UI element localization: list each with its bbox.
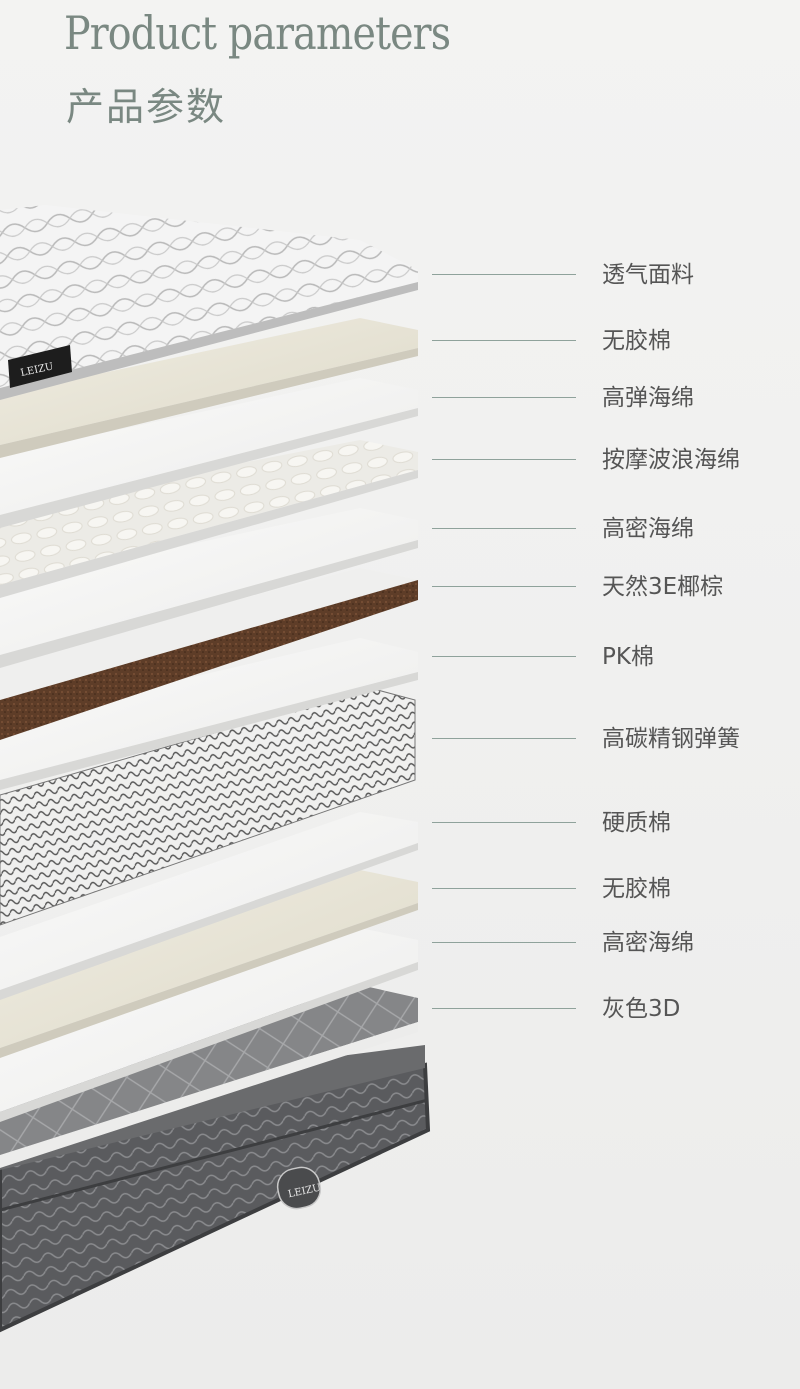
layer-breathable-fabric: LEIZU <box>0 205 418 400</box>
layer-label: 按摩波浪海绵 <box>602 447 740 473</box>
leader-line <box>432 656 576 657</box>
leader-line <box>432 738 576 739</box>
layer-label: 透气面料 <box>602 262 694 288</box>
layer-high-density-foam-2 <box>0 928 418 1122</box>
layer-label-row: 高碳精钢弹簧 <box>0 724 800 754</box>
leader-line <box>432 274 576 275</box>
layer-label-row: 硬质棉 <box>0 808 800 838</box>
layer-label: 高密海绵 <box>602 516 694 542</box>
layer-label-row: PK棉 <box>0 642 800 672</box>
leader-line <box>432 528 576 529</box>
layer-wave-massage-foam <box>0 440 418 598</box>
leader-line <box>432 888 576 889</box>
layer-label-row: 无胶棉 <box>0 326 800 356</box>
page-title-en: Product parameters <box>64 6 451 60</box>
layer-label-row: 按摩波浪海绵 <box>0 445 800 475</box>
layer-label: PK棉 <box>602 644 654 670</box>
leader-line <box>432 586 576 587</box>
layer-high-density-foam <box>0 508 418 668</box>
layer-pk-cotton <box>0 638 418 790</box>
layer-label-row: 无胶棉 <box>0 874 800 904</box>
layer-latex-free-cotton-2 <box>0 870 418 1058</box>
layer-grey-3d <box>0 985 418 1168</box>
page-title-cn: 产品参数 <box>66 85 227 129</box>
layer-label: 高碳精钢弹簧 <box>602 726 740 752</box>
leader-line <box>432 942 576 943</box>
layer-label: 灰色3D <box>602 996 681 1022</box>
leader-line <box>432 459 576 460</box>
layer-label: 无胶棉 <box>602 876 671 902</box>
layer-coconut-coir <box>0 568 418 740</box>
layer-label: 天然3E椰棕 <box>602 574 724 600</box>
layer-label-row: 透气面料 <box>0 260 800 290</box>
layer-high-resilience-foam <box>0 378 418 528</box>
layer-hard-cotton <box>0 812 418 1000</box>
layer-label-row: 灰色3D <box>0 994 800 1024</box>
layer-label-row: 高密海绵 <box>0 928 800 958</box>
layer-label: 硬质棉 <box>602 810 671 836</box>
mattress-base: LEIZU <box>0 1045 431 1333</box>
leader-line <box>432 822 576 823</box>
layer-label-row: 高密海绵 <box>0 514 800 544</box>
layer-label: 高密海绵 <box>602 930 694 956</box>
layer-latex-free-cotton <box>0 318 418 458</box>
layer-label-row: 高弹海绵 <box>0 383 800 413</box>
leader-line <box>432 397 576 398</box>
layer-label-row: 天然3E椰棕 <box>0 572 800 602</box>
layer-label: 高弹海绵 <box>602 385 694 411</box>
layer-label: 无胶棉 <box>602 328 671 354</box>
leader-line <box>432 1008 576 1009</box>
leader-line <box>432 340 576 341</box>
